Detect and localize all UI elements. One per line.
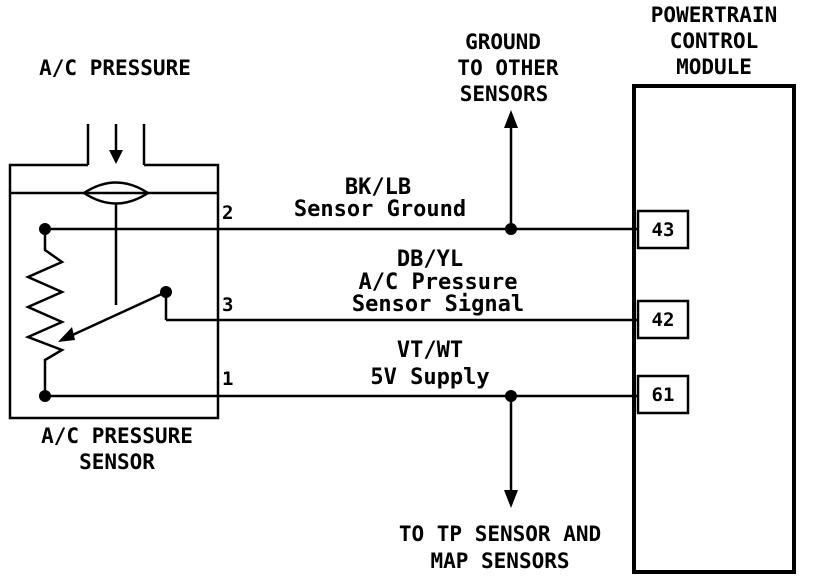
wire-ground-name: Sensor Ground [294, 197, 466, 222]
resistor-icon [24, 229, 66, 396]
arrow-down-icon [504, 490, 518, 508]
svg-text:43: 43 [652, 219, 675, 241]
pcm-title-line1: POWERTRAIN [651, 3, 777, 27]
bottom-note-line2: MAP SENSORS [430, 549, 569, 573]
sensor-pin-2: 2 [222, 202, 233, 224]
ground-note-line1: GROUND [465, 30, 541, 54]
pcm-terminal-43: 43 [636, 209, 690, 250]
pcm-title-line3: MODULE [676, 55, 752, 79]
sensor-name-line2: SENSOR [79, 450, 155, 474]
wire-supply-color: VT/WT [397, 338, 463, 363]
sensor-pin-3: 3 [222, 294, 233, 316]
wire-supply-name: 5V Supply [370, 365, 489, 390]
svg-text:61: 61 [652, 384, 675, 406]
wire-signal-name-line1: A/C Pressure [359, 270, 518, 295]
pressure-inlet [86, 124, 146, 165]
wire-signal-color: DB/YL [397, 247, 463, 272]
pcm-terminal-61: 61 [636, 374, 690, 415]
arrow-up-icon [504, 110, 518, 128]
wire-ground-color: BK/LB [345, 175, 411, 200]
wiper-icon [65, 290, 167, 340]
pcm-terminal-42: 42 [636, 299, 690, 340]
bottom-note-line1: TO TP SENSOR AND [399, 522, 601, 546]
sensor-pin-1: 1 [222, 368, 233, 390]
sensor-housing [8, 163, 220, 420]
pcm-title-line2: CONTROL [670, 29, 759, 53]
sensor-name-line1: A/C PRESSURE [41, 424, 193, 448]
wire-signal-name-line2: Sensor Signal [352, 292, 524, 317]
ac-pressure-label: A/C PRESSURE [39, 56, 191, 80]
ground-note-line3: SENSORS [460, 82, 549, 106]
svg-text:42: 42 [652, 309, 675, 331]
ground-note-line2: TO OTHER [457, 56, 559, 80]
diaphragm-icon [81, 181, 151, 205]
pcm-box [632, 84, 796, 574]
pressure-arrow-icon [109, 150, 123, 164]
